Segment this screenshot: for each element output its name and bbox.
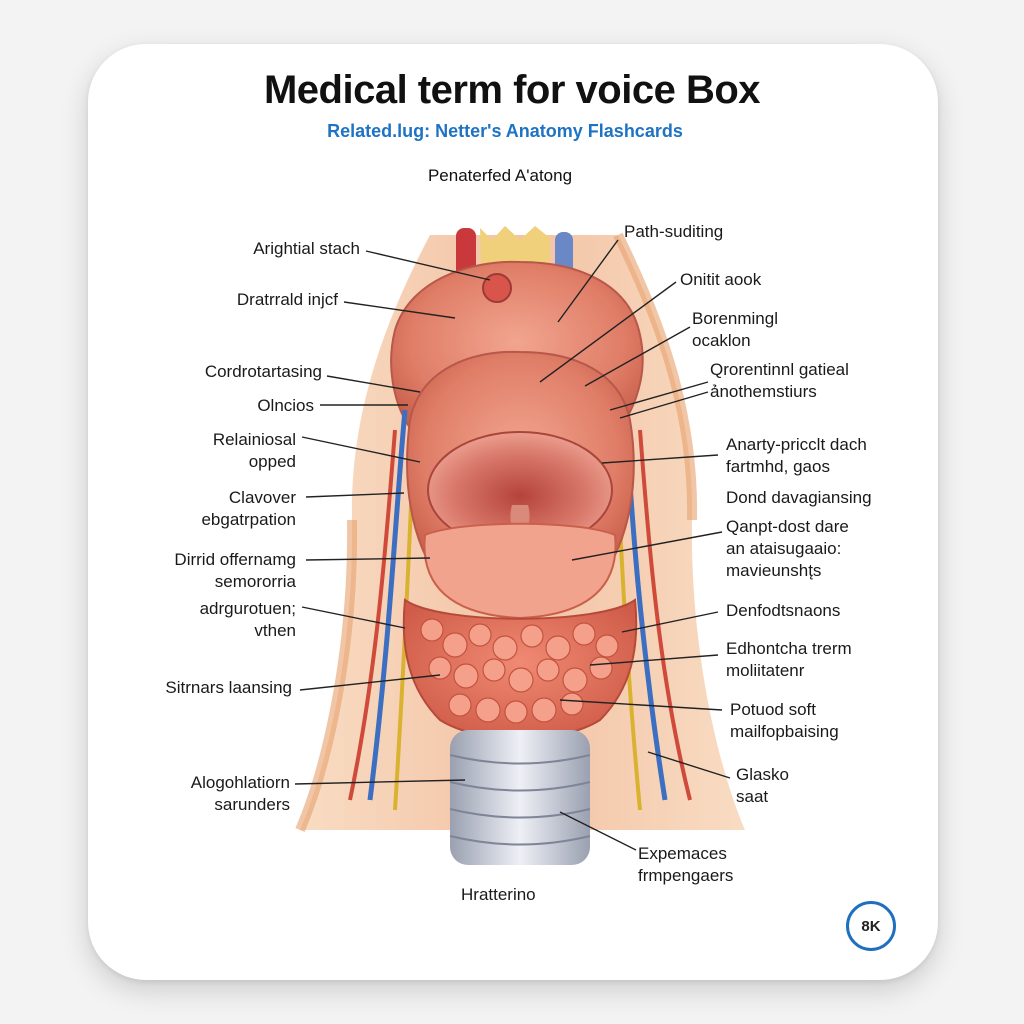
bottom-label: Hratterino	[461, 885, 536, 904]
label-right-6: Dond davagiansing	[726, 488, 872, 507]
label-right-8: Denfodtsnaons	[726, 601, 841, 620]
label-left-4: Olncios	[257, 396, 314, 415]
label-left-1: Arightial stach	[253, 239, 360, 258]
badge-text: 8K	[861, 917, 881, 935]
card-subtitle: Related.lug: Netter's Anatomy Flashcards	[327, 121, 683, 141]
diagram-heading: Penaterfed A'atong	[427, 166, 573, 185]
label-left-8: adrgurotuen;vthen	[199, 599, 296, 640]
label-right-2: Onitit aook	[680, 270, 762, 289]
badge-circle: 8K	[846, 901, 896, 951]
label-left-3: Cordrotartasing	[204, 362, 322, 381]
label-left-9: Sitrnars laansing	[165, 678, 292, 697]
label-left-2: Dratrrald injcf	[236, 290, 338, 309]
label-right-1: Path-suditing	[624, 222, 724, 241]
card-title: Medical term for voice Box	[263, 68, 761, 112]
